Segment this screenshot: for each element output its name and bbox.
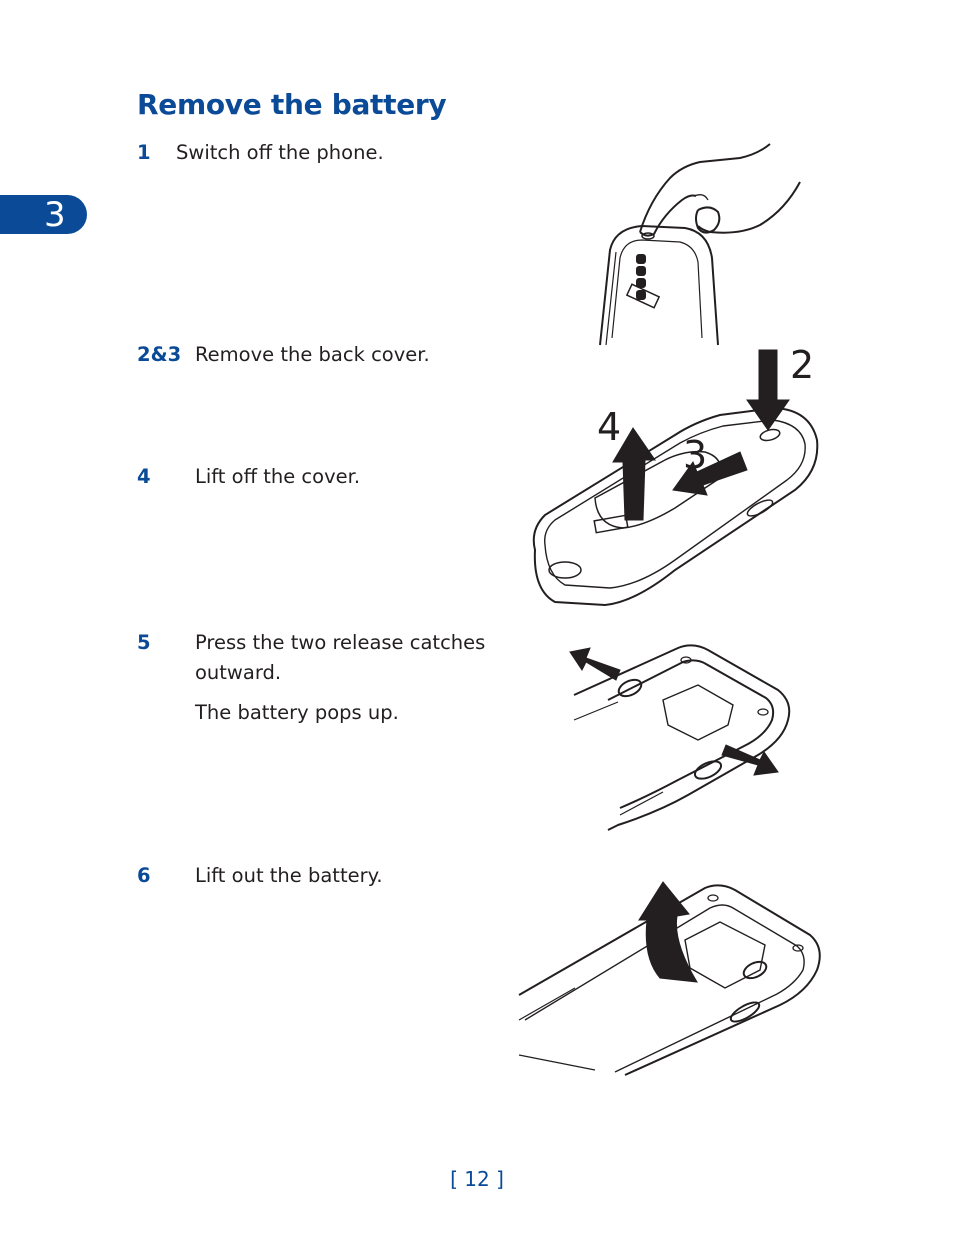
release-catch (729, 1001, 761, 1023)
step-number: 5 (137, 631, 151, 654)
side-key (746, 499, 774, 517)
step-text: Switch off the phone. (176, 141, 384, 164)
screw-hole (792, 944, 804, 952)
release-catches-illustration (569, 644, 791, 831)
frame-edge (573, 701, 619, 721)
finger-outline (639, 194, 697, 237)
grill-slot (636, 290, 646, 300)
step-number: 6 (137, 864, 151, 887)
phone-frame-outline (573, 644, 791, 831)
grill-slot (636, 278, 646, 288)
arrow-left-icon (569, 647, 621, 681)
power-key (641, 232, 655, 240)
lift-battery-illustration (518, 881, 821, 1076)
figure-label-4: 4 (597, 405, 621, 449)
release-catch (742, 960, 768, 980)
step-number: 1 (137, 141, 151, 164)
figure-label-2: 2 (790, 343, 814, 387)
step-text: Lift off the cover. (195, 465, 361, 488)
phone-frame-inner (524, 904, 805, 1073)
step-note: The battery pops up. (195, 701, 399, 724)
release-button (759, 428, 781, 442)
bottom-connector (548, 561, 582, 579)
logo-plate (593, 514, 629, 534)
screw-hole (757, 708, 769, 716)
arrow-down-icon (746, 349, 790, 431)
arrow-left-icon (672, 451, 748, 496)
battery-edge (518, 987, 596, 1071)
chapter-number: 3 (44, 195, 66, 235)
release-catch (693, 760, 723, 780)
grill-slot (636, 266, 646, 276)
power-off-illustration (599, 143, 801, 346)
battery-compartment (662, 684, 734, 741)
screw-hole (707, 894, 719, 902)
logo-plate (625, 283, 661, 309)
release-catch (617, 678, 643, 698)
step-number: 2&3 (137, 343, 182, 366)
page-number: [ 12 ] (450, 1167, 504, 1191)
hand-outline (639, 143, 801, 234)
frame-edge (619, 791, 664, 816)
phone-body-inner (544, 419, 806, 589)
step-text: Lift out the battery. (195, 864, 383, 887)
step-text: Press the two release catches (195, 631, 486, 654)
step-text-continued: outward. (195, 661, 282, 684)
battery-compartment (684, 921, 766, 989)
phone-top-outline (599, 224, 719, 346)
finger-outline (695, 206, 721, 234)
grill-slot (636, 254, 646, 264)
finger-outline (693, 194, 709, 201)
phone-inner-outline (611, 239, 703, 339)
chapter-tab: 3 (0, 195, 87, 235)
figure-label-3: 3 (683, 433, 707, 477)
screw-hole (680, 656, 692, 664)
phone-inner-band (605, 251, 617, 346)
phone-frame-inner (607, 659, 775, 809)
arrow-up-icon (612, 427, 656, 521)
arrow-up-icon (638, 881, 698, 983)
arrow-right-icon (721, 744, 779, 776)
back-cover-illustration: 2 3 4 (532, 343, 819, 607)
phone-frame-outline (518, 884, 821, 1076)
step-text: Remove the back cover. (195, 343, 430, 366)
phone-body-outline (532, 406, 819, 607)
step-number: 4 (137, 465, 151, 488)
page-title: Remove the battery (137, 88, 447, 121)
